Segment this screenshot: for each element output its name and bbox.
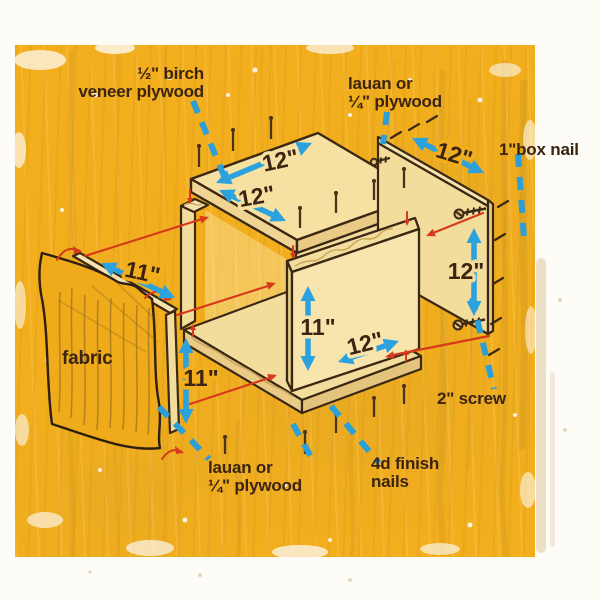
label-screw: 2" screw [437,389,506,408]
dim-arrow-side-depth [101,262,175,299]
assembly-arrow-line [83,217,204,258]
leader-boxnail [515,153,527,239]
left-wall-grain [183,202,203,206]
label-line: lauan or [208,458,273,477]
label-box-nail: 1"box nail [499,140,579,159]
front-panel-grain [294,228,394,267]
label-lauan-plywood-bottom: lauan or ¼" plywood [208,459,302,495]
dim-top-width: 12" [236,180,276,212]
leader-4d-nails [328,404,382,465]
leader-lauan-top [380,111,390,145]
leader-birch [190,99,227,178]
screw-icon [452,317,486,331]
dim-arrow-back-height [466,228,482,316]
screw-arrow-line [391,334,491,357]
fabric-scratches [57,281,159,436]
bottom-panel-right-edge [300,354,423,415]
wood-grain-texture [67,49,528,557]
dimension-arrows [101,137,484,424]
arrowhead-icon [266,282,276,290]
label-line: ½" birch [137,64,204,83]
assembly-arrow-line [188,376,271,406]
dim-side-height: 11" [183,365,218,391]
paper-speckles [12,42,567,582]
arrowhead-icon [385,351,395,360]
arrowhead-icon [426,228,436,237]
fabric-piece [38,251,162,450]
drop-arrows [187,189,410,362]
dim-arrow-front-height [300,286,316,371]
box-nail-ticks [389,114,510,357]
fabric-shape [38,251,162,450]
assembly-arrow-line [175,284,270,317]
label-line: 4d finish [371,454,440,473]
label-line: ¼" plywood [208,476,302,495]
label-fabric: fabric [62,348,113,369]
dim-back-height: 12" [448,258,485,284]
label-lauan-plywood-top: lauan or ¼" plywood [348,75,442,111]
leader-4d-nails-2 [290,422,314,459]
dim-arrow-back-width [412,137,484,174]
arrowhead-icon [267,374,277,382]
dim-arrow-top-depth [216,141,312,185]
label-line: veneer plywood [78,82,204,101]
dim-front-height: 11" [300,314,335,340]
back-panel-right-edge [486,198,495,336]
screw-arrow-line [431,211,485,235]
dim-arrow-top-width [219,189,286,222]
leader-lauan-bottom [156,404,212,462]
screw-icon [453,206,487,220]
bottom-panel-grain [190,336,293,397]
label-line: lauan or [348,74,413,93]
dim-arrow-side-height [178,338,194,424]
arrowhead-icon [199,215,209,224]
leader-lines [156,99,527,465]
label-finish-nails: 4d finish nails [371,455,439,491]
leader-screw [469,297,497,390]
screws [369,156,487,331]
screw-icon [369,156,391,167]
dim-arrow-front-width [338,338,399,365]
label-line: nails [371,472,409,491]
label-birch-plywood: ½" birch veneer plywood [78,65,204,101]
label-line: ¼" plywood [348,92,442,111]
assembly-arrows [56,189,491,460]
